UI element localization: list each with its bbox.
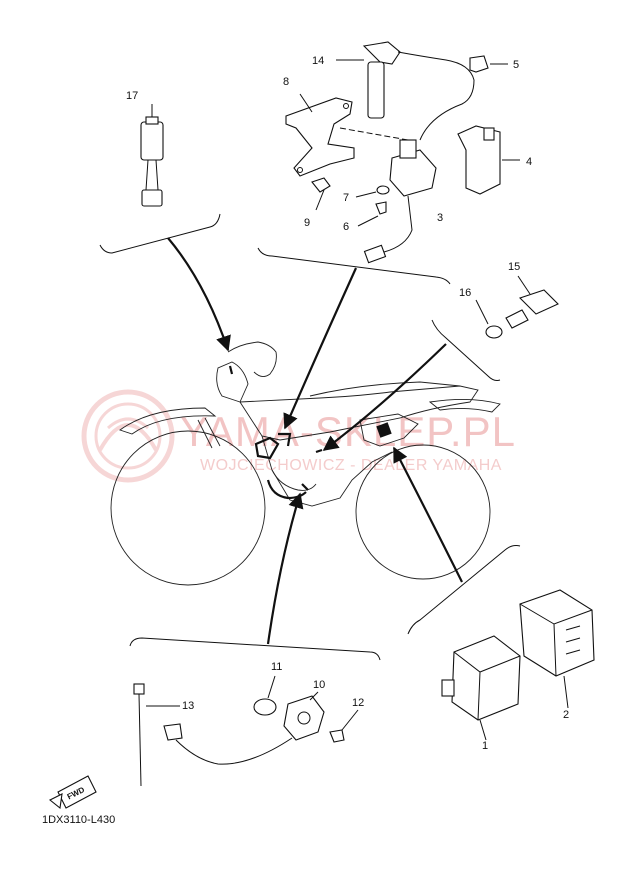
part-9-bolt	[311, 177, 331, 211]
front-fender	[119, 407, 217, 435]
headlight-number-plate	[216, 361, 249, 403]
callouts: 1 2 3 4 5 6 7 8 9 10 11 12 13 14 15 16 1…	[126, 55, 569, 752]
part-15-temp-sensor	[505, 275, 559, 329]
callout-10: 10	[313, 679, 325, 691]
callout-13: 13	[182, 700, 194, 712]
callout-4: 4	[526, 156, 532, 168]
handlebar	[227, 341, 277, 377]
motorcycle-outline	[110, 341, 501, 586]
part-5-cap	[469, 55, 508, 73]
callout-11: 11	[271, 661, 282, 673]
rear-fender	[428, 398, 501, 413]
bike-coil-location	[254, 432, 292, 460]
part-13-cable-tie	[133, 683, 293, 787]
rear-wheel	[355, 444, 491, 580]
bike-sensor-location	[266, 479, 309, 500]
part-6-screw	[357, 201, 387, 227]
bike-cdi-location	[376, 422, 392, 438]
callout-8: 8	[283, 76, 289, 88]
watermark-sub: WOJCIECHOWICZ - DEALER YAMAHA	[200, 457, 502, 474]
bike-switch-location	[228, 365, 234, 375]
fuel-tank-side	[239, 385, 479, 441]
seat	[309, 381, 461, 397]
part-11-o-ring	[253, 675, 277, 716]
callout-5: 5	[513, 59, 519, 71]
bracket-cdi	[407, 545, 521, 635]
diagram-code: 1DX3110-L430	[42, 814, 115, 826]
part-17-switch	[140, 104, 164, 207]
callout-16: 16	[459, 287, 471, 299]
part-12-screw	[329, 709, 359, 743]
side-panel	[359, 413, 419, 447]
arrow-switch	[167, 237, 231, 352]
front-wheel	[110, 430, 266, 586]
callout-9: 9	[304, 217, 310, 229]
bike-temp-location	[315, 448, 323, 454]
bracket-sensor	[129, 637, 381, 661]
bracket-switch	[99, 213, 221, 254]
leader-arrows	[167, 237, 463, 645]
part-8-bracket	[285, 93, 355, 177]
arrow-coil	[283, 267, 358, 430]
callout-7: 7	[343, 192, 349, 204]
callout-3: 3	[437, 212, 443, 224]
part-7-washer	[355, 185, 390, 198]
callout-14: 14	[312, 55, 324, 67]
callout-1: 1	[482, 740, 488, 752]
part-4-cover	[457, 125, 520, 195]
part-10-sensor	[283, 691, 325, 741]
part-14-plug-cap	[336, 41, 401, 119]
part-1-cdi-unit	[441, 635, 521, 741]
callout-17: 17	[126, 90, 138, 102]
callout-15: 15	[508, 261, 520, 273]
engine-sketch	[271, 469, 317, 491]
bracket-temp	[431, 319, 501, 381]
group-brackets	[99, 213, 521, 661]
part-2-regulator	[519, 589, 595, 709]
part-16-gasket	[475, 299, 503, 339]
callout-2: 2	[563, 709, 569, 721]
arrow-temp	[322, 343, 447, 451]
callout-6: 6	[343, 221, 349, 233]
arrow-sensor	[266, 492, 304, 645]
watermark-logo	[81, 389, 175, 483]
fwd-badge: FWD	[48, 775, 97, 810]
part-3-ignition-coil	[339, 127, 437, 264]
callout-12: 12	[352, 697, 364, 709]
bracket-coil	[257, 247, 451, 285]
ht-lead	[397, 51, 475, 141]
arrow-cdi	[393, 446, 463, 583]
fork	[197, 417, 221, 449]
